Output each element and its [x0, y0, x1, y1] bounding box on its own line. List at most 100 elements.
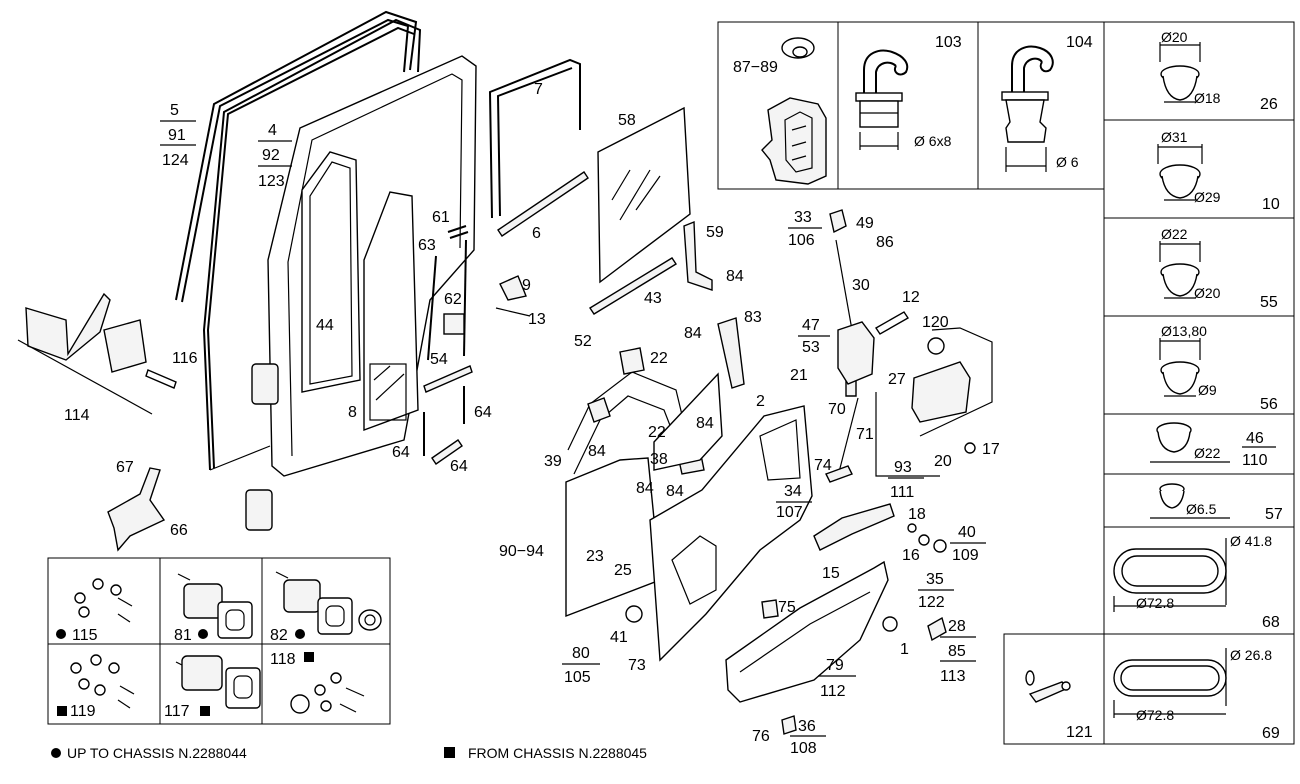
callout-75: 75 — [778, 599, 796, 616]
plug-46-110 — [1150, 422, 1276, 463]
callout-22a: 22 — [650, 350, 668, 367]
kit-117-label: 117 — [164, 703, 190, 720]
callout-6: 6 — [532, 225, 541, 242]
callout-116: 116 — [172, 350, 198, 367]
callout-74: 74 — [814, 457, 832, 474]
callout-64b: 64 — [392, 444, 410, 461]
callout-113: 113 — [940, 668, 966, 685]
callout-21: 21 — [790, 367, 808, 384]
plug-55 — [1159, 241, 1201, 299]
callout-85: 85 — [948, 643, 966, 660]
callout-120: 120 — [922, 314, 949, 331]
plug-56-top-dim: Ø13,80 — [1161, 323, 1207, 339]
callout-52: 52 — [574, 333, 592, 350]
callout-61: 61 — [432, 209, 450, 226]
callout-105: 105 — [564, 669, 591, 686]
kit-82-label: 82 — [270, 627, 288, 644]
kit-115-drawing — [74, 578, 133, 623]
callout-46: 46 — [1246, 430, 1264, 447]
callout-83: 83 — [744, 309, 762, 326]
callout-22b: 22 — [648, 424, 666, 441]
plug-56 — [1159, 338, 1201, 397]
callout-43: 43 — [644, 290, 662, 307]
callout-16: 16 — [902, 547, 920, 564]
callout-84f: 84 — [666, 483, 684, 500]
plug-55-top-dim: Ø22 — [1161, 226, 1188, 242]
callout-27: 27 — [888, 371, 906, 388]
callout-36: 36 — [798, 718, 816, 735]
callout-54: 54 — [430, 351, 448, 368]
callout-108: 108 — [790, 740, 817, 757]
callout-5: 5 — [170, 102, 179, 119]
plug-10-top-dim: Ø31 — [1161, 129, 1188, 145]
square-marker-icon — [444, 747, 455, 758]
oval-68-width-dim: Ø72.8 — [1136, 595, 1174, 611]
callout-39: 39 — [544, 453, 562, 470]
fastener-detail-panel: 87−89 103 Ø 6x8 104 Ø 6 — [717, 21, 1105, 190]
plug-57-side-dim: Ø6.5 — [1186, 501, 1217, 517]
callout-57: 57 — [1265, 506, 1283, 523]
callout-20: 20 — [934, 453, 952, 470]
callout-7: 7 — [534, 81, 543, 98]
callout-23: 23 — [586, 548, 604, 565]
plug-56-side-dim: Ø9 — [1198, 382, 1217, 398]
callouts: 5 91 124 4 92 123 7 58 6 61 63 62 9 13 4… — [64, 81, 1000, 757]
callout-49: 49 — [856, 215, 874, 232]
door-assembly-drawing — [17, 10, 993, 735]
plug-table: Ø20 Ø18 26 Ø31 Ø29 10 Ø22 Ø20 55 — [1103, 21, 1295, 745]
callout-38: 38 — [650, 451, 668, 468]
oval-grommet-69 — [1113, 648, 1227, 718]
kit-82-drawing — [275, 571, 382, 635]
dot-marker-icon — [51, 748, 61, 758]
callout-84a: 84 — [726, 268, 744, 285]
callout-9: 9 — [522, 277, 531, 294]
square-marker-icon — [57, 706, 67, 716]
callout-80: 80 — [572, 645, 590, 662]
callout-84b: 84 — [684, 325, 702, 342]
callout-35: 35 — [926, 571, 944, 588]
callout-124: 124 — [162, 152, 189, 169]
oval-69-height-dim: Ø 26.8 — [1230, 647, 1272, 663]
plug-26-side-dim: Ø18 — [1194, 90, 1221, 106]
dot-marker-icon — [295, 629, 305, 639]
callout-33: 33 — [794, 209, 812, 226]
square-marker-icon — [304, 652, 314, 662]
oval-grommet-68 — [1113, 538, 1227, 612]
callout-55: 55 — [1260, 294, 1278, 311]
dot-marker-icon — [198, 629, 208, 639]
hook-103-dimension: Ø 6x8 — [914, 133, 952, 149]
callout-121: 121 — [1066, 724, 1093, 741]
callout-28: 28 — [948, 618, 966, 635]
callout-73: 73 — [628, 657, 646, 674]
kit-121-box — [1003, 633, 1105, 745]
callout-84e: 84 — [636, 480, 654, 497]
callout-79: 79 — [826, 657, 844, 674]
callout-40: 40 — [958, 524, 976, 541]
callout-63: 63 — [418, 237, 436, 254]
callout-91: 91 — [168, 127, 186, 144]
callout-107: 107 — [776, 504, 803, 521]
callout-47: 47 — [802, 317, 820, 334]
callout-4: 4 — [268, 122, 277, 139]
callout-13: 13 — [528, 311, 546, 328]
callout-59: 59 — [706, 224, 724, 241]
plug-26-top-dim: Ø20 — [1161, 29, 1188, 45]
plug-10 — [1157, 144, 1203, 201]
callout-10: 10 — [1262, 196, 1280, 213]
hook-104-drawing — [1001, 45, 1054, 172]
callout-114: 114 — [64, 407, 90, 424]
callout-86: 86 — [876, 234, 894, 251]
callout-103: 103 — [935, 34, 962, 51]
callout-56: 56 — [1260, 396, 1278, 413]
hook-104-dimension: Ø 6 — [1056, 154, 1079, 170]
callout-112: 112 — [820, 683, 846, 700]
legend-square-text: FROM CHASSIS N.2288045 — [468, 745, 647, 761]
legend-dot-text: UP TO CHASSIS N.2288044 — [67, 745, 247, 761]
kit-81-label: 81 — [174, 627, 192, 644]
callout-122: 122 — [918, 594, 945, 611]
callout-62: 62 — [444, 291, 462, 308]
square-marker-icon — [200, 706, 210, 716]
callout-90-94: 90−94 — [499, 543, 544, 560]
callout-111: 111 — [890, 484, 914, 501]
